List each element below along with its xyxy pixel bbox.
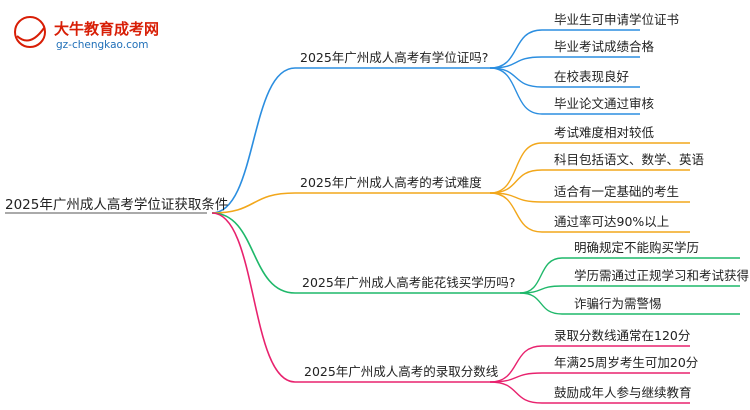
logo-site-name: 大牛教育成考网 [54, 20, 159, 38]
branch-node: 2025年广州成人高考的考试难度 [300, 175, 482, 190]
leaf-node: 明确规定不能购买学历 [574, 240, 699, 255]
leaf-connector [519, 257, 563, 294]
branch-connector [211, 212, 296, 383]
connectors [5, 29, 740, 404]
leaf-connector [489, 142, 543, 194]
leaf-connector [489, 67, 543, 115]
leaf-connector [489, 345, 543, 383]
leaf-node: 在校表现良好 [554, 69, 629, 84]
branch-node: 2025年广州成人高考的录取分数线 [304, 364, 499, 379]
branch-connector [211, 67, 296, 214]
nodes: 2025年广州成人高考学位证获取条件 2025年广州成人高考有学位证吗? 毕业生可申… [5, 12, 749, 400]
leaf-node: 适合有一定基础的考生 [554, 184, 679, 199]
leaf-node: 诈骗行为需警惕 [574, 296, 662, 311]
branch-node: 2025年广州成人高考有学位证吗? [300, 50, 488, 65]
leaf-node: 毕业生可申请学位证书 [554, 12, 679, 27]
leaf-node: 考试难度相对较低 [554, 125, 655, 140]
leaf-connector [489, 56, 543, 69]
leaf-node: 录取分数线通常在120分 [554, 328, 690, 343]
logo-url: gz-chengkao.com [56, 39, 149, 51]
leaf-connector [489, 381, 543, 404]
logo-swoosh-icon [16, 27, 45, 42]
site-logo[interactable]: 大牛教育成考网 gz-chengkao.com [14, 16, 159, 51]
leaf-connector [489, 169, 543, 194]
leaf-connector [489, 372, 543, 383]
leaf-connector [519, 292, 563, 315]
leaf-connector [489, 67, 543, 88]
leaf-node: 毕业考试成绩合格 [554, 39, 655, 54]
branch-node: 2025年广州成人高考能花钱买学历吗? [302, 275, 515, 290]
leaf-connector [489, 192, 543, 233]
branch-connector [211, 192, 296, 214]
root-node: 2025年广州成人高考学位证获取条件 [5, 196, 228, 213]
leaf-node: 毕业论文通过审核 [554, 96, 655, 111]
leaf-node: 年满25周岁考生可加20分 [554, 355, 698, 370]
leaf-node: 学历需通过正规学习和考试获得 [574, 268, 749, 283]
leaf-node: 科目包括语文、数学、英语 [554, 152, 704, 167]
leaf-node: 鼓励成年人参与继续教育 [554, 385, 692, 400]
leaf-connector [489, 29, 543, 69]
leaf-node: 通过率可达90%以上 [554, 214, 669, 229]
branch-connector [211, 212, 296, 294]
